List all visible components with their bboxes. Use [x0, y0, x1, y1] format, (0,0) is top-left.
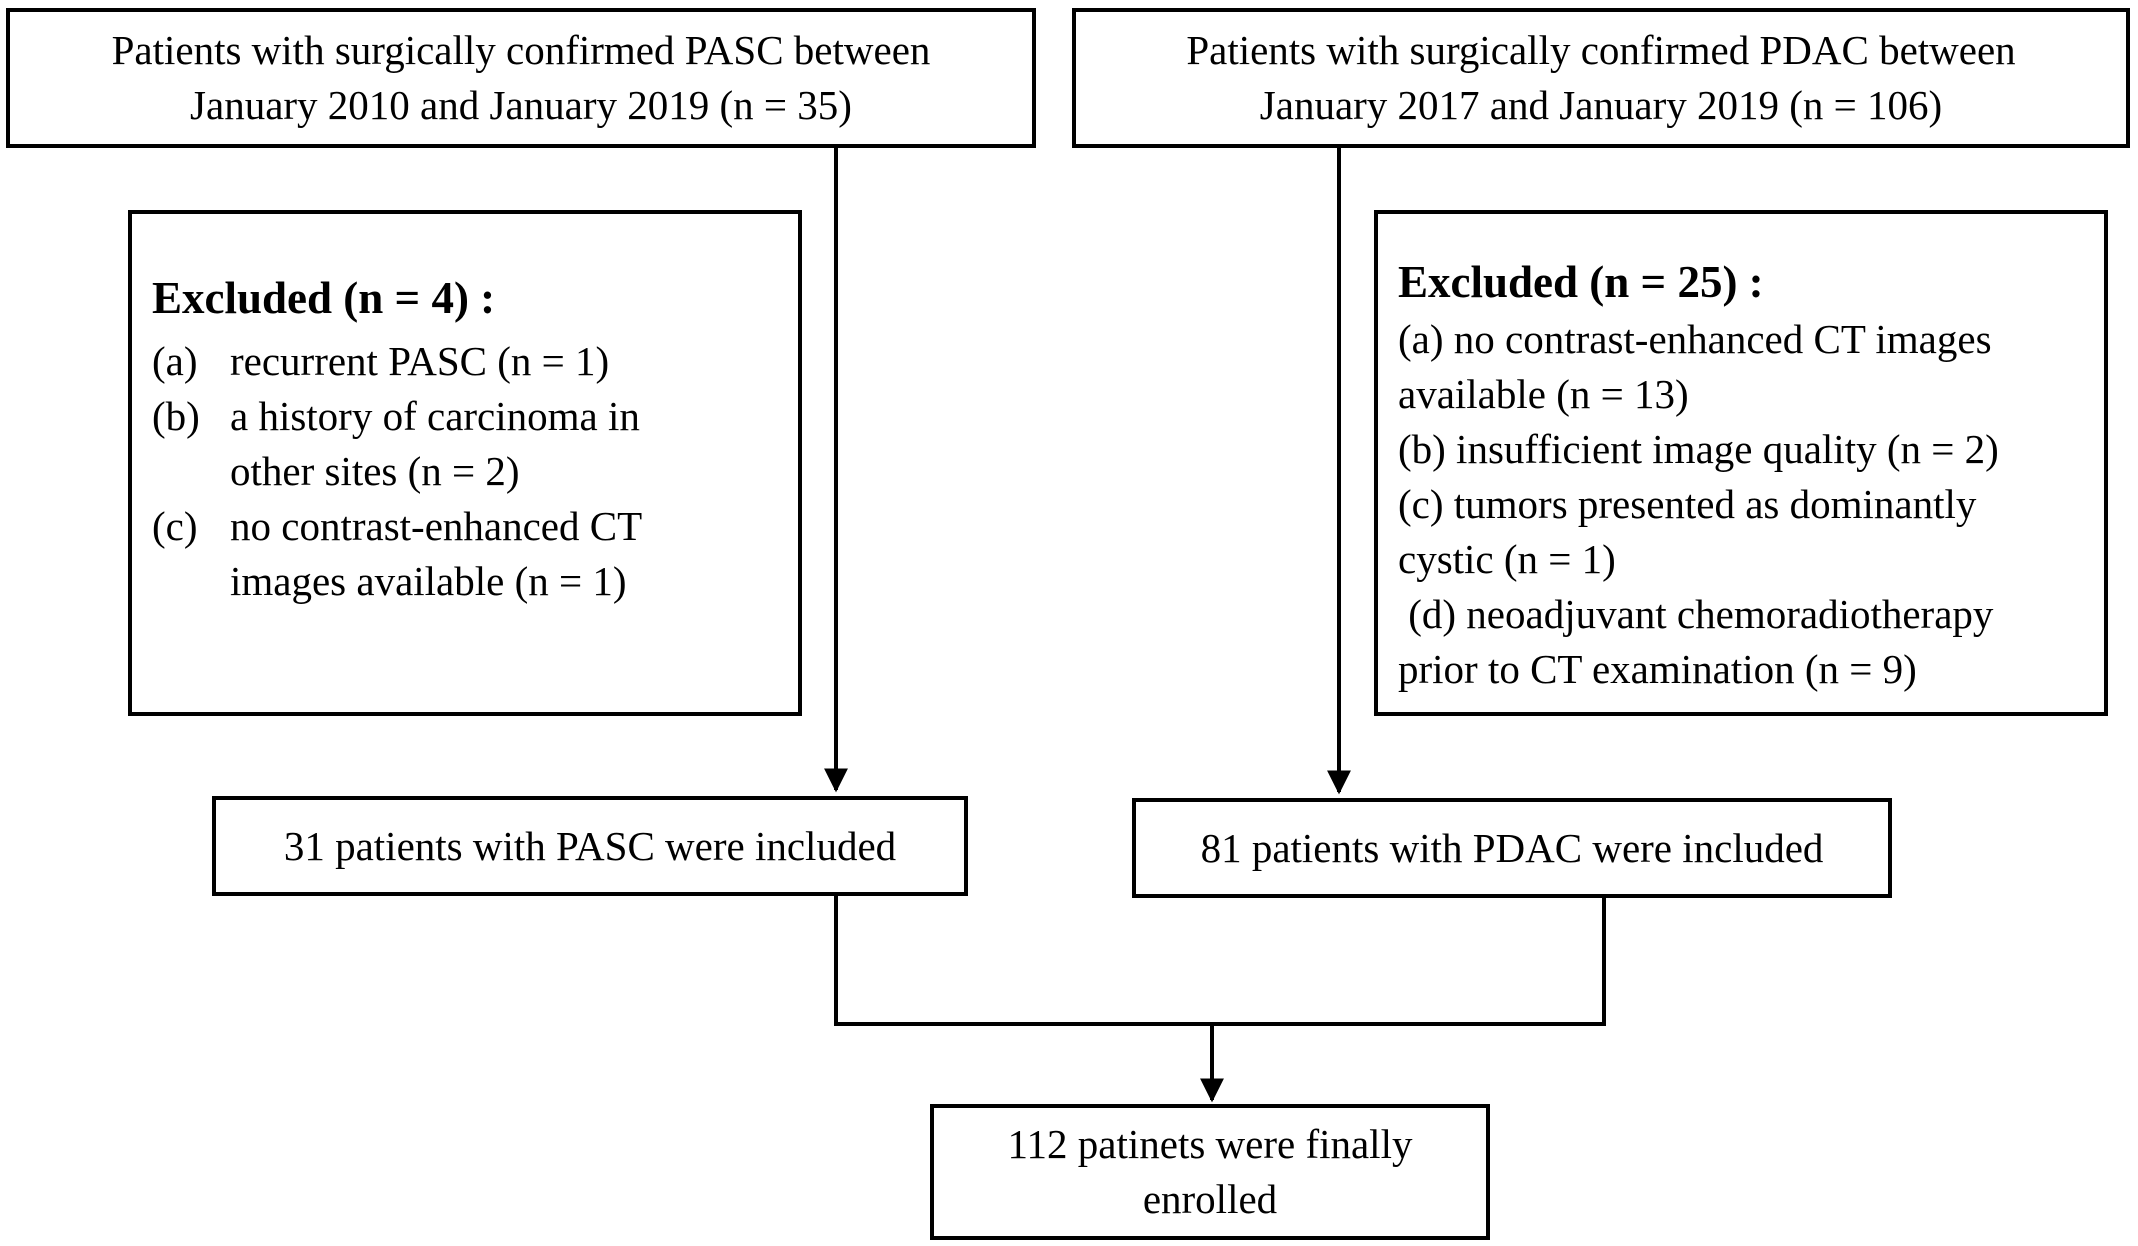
right-source-box: Patients with surgically confirmed PDAC …	[1072, 8, 2130, 148]
list-item-text: a history of carcinoma in	[230, 393, 640, 439]
list-item-marker: (c)	[152, 503, 198, 549]
left-included-box: 31 patients with PASC were included	[212, 796, 968, 896]
list-item-marker: (b)	[152, 393, 200, 439]
list-item-text: cystic (n = 1)	[1398, 536, 1616, 582]
left-source-line-2: January 2010 and January 2019 (n = 35)	[190, 82, 852, 128]
right-excluded-box: Excluded (n = 25) : (a) no contrast-enha…	[1374, 210, 2108, 716]
left-source-box: Patients with surgically confirmed PASC …	[6, 8, 1036, 148]
final-line-1: 112 patinets were finally	[1007, 1121, 1413, 1167]
right-source-line-1: Patients with surgically confirmed PDAC …	[1186, 27, 2016, 73]
list-item-text: (c) tumors presented as dominantly	[1398, 481, 1977, 527]
list-item: (b) a history of carcinoma in other site…	[152, 389, 798, 499]
left-source-line-1: Patients with surgically confirmed PASC …	[111, 27, 931, 73]
right-included-box: 81 patients with PDAC were included	[1132, 798, 1892, 898]
list-item-text: no contrast-enhanced CT	[230, 503, 643, 549]
final-enrolled-box: 112 patinets were finally enrolled	[930, 1104, 1490, 1240]
final-line-2: enrolled	[1142, 1176, 1278, 1222]
left-excluded-heading: Excluded (n = 4) :	[152, 273, 496, 323]
right-source-line-2: January 2017 and January 2019 (n = 106)	[1259, 82, 1943, 128]
list-item-text: prior to CT examination (n = 9)	[1398, 646, 1917, 692]
left-excluded-list: (a) recurrent PASC (n = 1) (b) a history…	[152, 334, 798, 609]
right-included-text: 81 patients with PDAC were included	[1200, 824, 1824, 871]
list-item-marker: (a)	[152, 338, 198, 384]
list-item-text: available (n = 13)	[1398, 371, 1689, 417]
list-item-text: (b) insufficient image quality (n = 2)	[1398, 426, 1999, 472]
list-item: (a) recurrent PASC (n = 1)	[152, 334, 798, 389]
right-excluded-list: (a) no contrast-enhanced CT images avail…	[1398, 312, 2104, 697]
list-item-text: other sites (n = 2)	[230, 448, 520, 494]
list-item: (c) no contrast-enhanced CT images avail…	[152, 499, 798, 609]
list-item-text: (a) no contrast-enhanced CT images	[1398, 316, 1992, 362]
left-included-text: 31 patients with PASC were included	[283, 822, 897, 869]
list-item-text: (d) neoadjuvant chemoradiotherapy	[1398, 591, 1994, 637]
list-item-text: recurrent PASC (n = 1)	[230, 338, 610, 384]
right-excluded-heading: Excluded (n = 25) :	[1398, 257, 1764, 307]
list-item-text: images available (n = 1)	[230, 558, 627, 604]
left-excluded-box: Excluded (n = 4) : (a) recurrent PASC (n…	[128, 210, 802, 716]
